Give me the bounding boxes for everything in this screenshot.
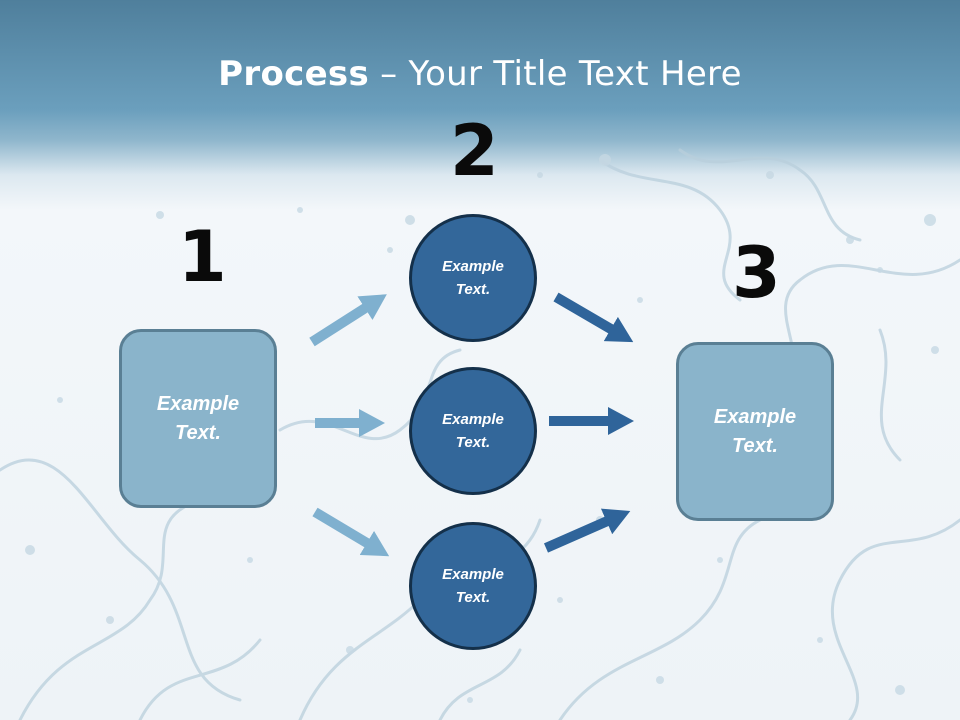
- step-number-2: 2: [450, 110, 499, 192]
- step-number-3: 3: [732, 232, 781, 314]
- step-3-label-line1: Example: [713, 405, 797, 428]
- step-1-box: Example Text.: [119, 329, 277, 508]
- circle-top-label: Example Text.: [442, 255, 504, 301]
- step-number-1: 1: [178, 216, 227, 298]
- step-2-circle-middle: Example Text.: [409, 367, 537, 495]
- step-3-box: Example Text.: [676, 342, 834, 521]
- step-1-label: Example Text.: [157, 390, 239, 448]
- step-3-label-line2: Text.: [732, 434, 778, 457]
- circle-bottom-label-line2: Text.: [455, 589, 491, 606]
- arrow-top-to-3: [553, 292, 634, 343]
- title-rest: – Your Title Text Here: [369, 54, 742, 94]
- circle-middle-label-line1: Example: [442, 411, 504, 428]
- circle-top-label-line1: Example: [442, 258, 504, 275]
- step-2-circle-top: Example Text.: [409, 214, 537, 342]
- step-1-label-line2: Text.: [175, 421, 221, 444]
- circle-middle-label: Example Text.: [442, 408, 504, 454]
- arrow-1-to-top: [309, 294, 387, 347]
- step-1-label-line1: Example: [156, 392, 240, 415]
- slide-title: Process – Your Title Text Here: [0, 54, 960, 94]
- circle-middle-label-line2: Text.: [455, 434, 491, 451]
- circle-top-label-line2: Text.: [455, 281, 491, 298]
- circle-bottom-label: Example Text.: [442, 563, 504, 609]
- arrow-1-to-bottom: [312, 507, 390, 557]
- title-bold: Process: [218, 54, 370, 94]
- step-2-circle-bottom: Example Text.: [409, 522, 537, 650]
- circle-bottom-label-line1: Example: [442, 566, 504, 583]
- step-3-label: Example Text.: [714, 403, 796, 461]
- arrow-bottom-to-3: [543, 508, 631, 553]
